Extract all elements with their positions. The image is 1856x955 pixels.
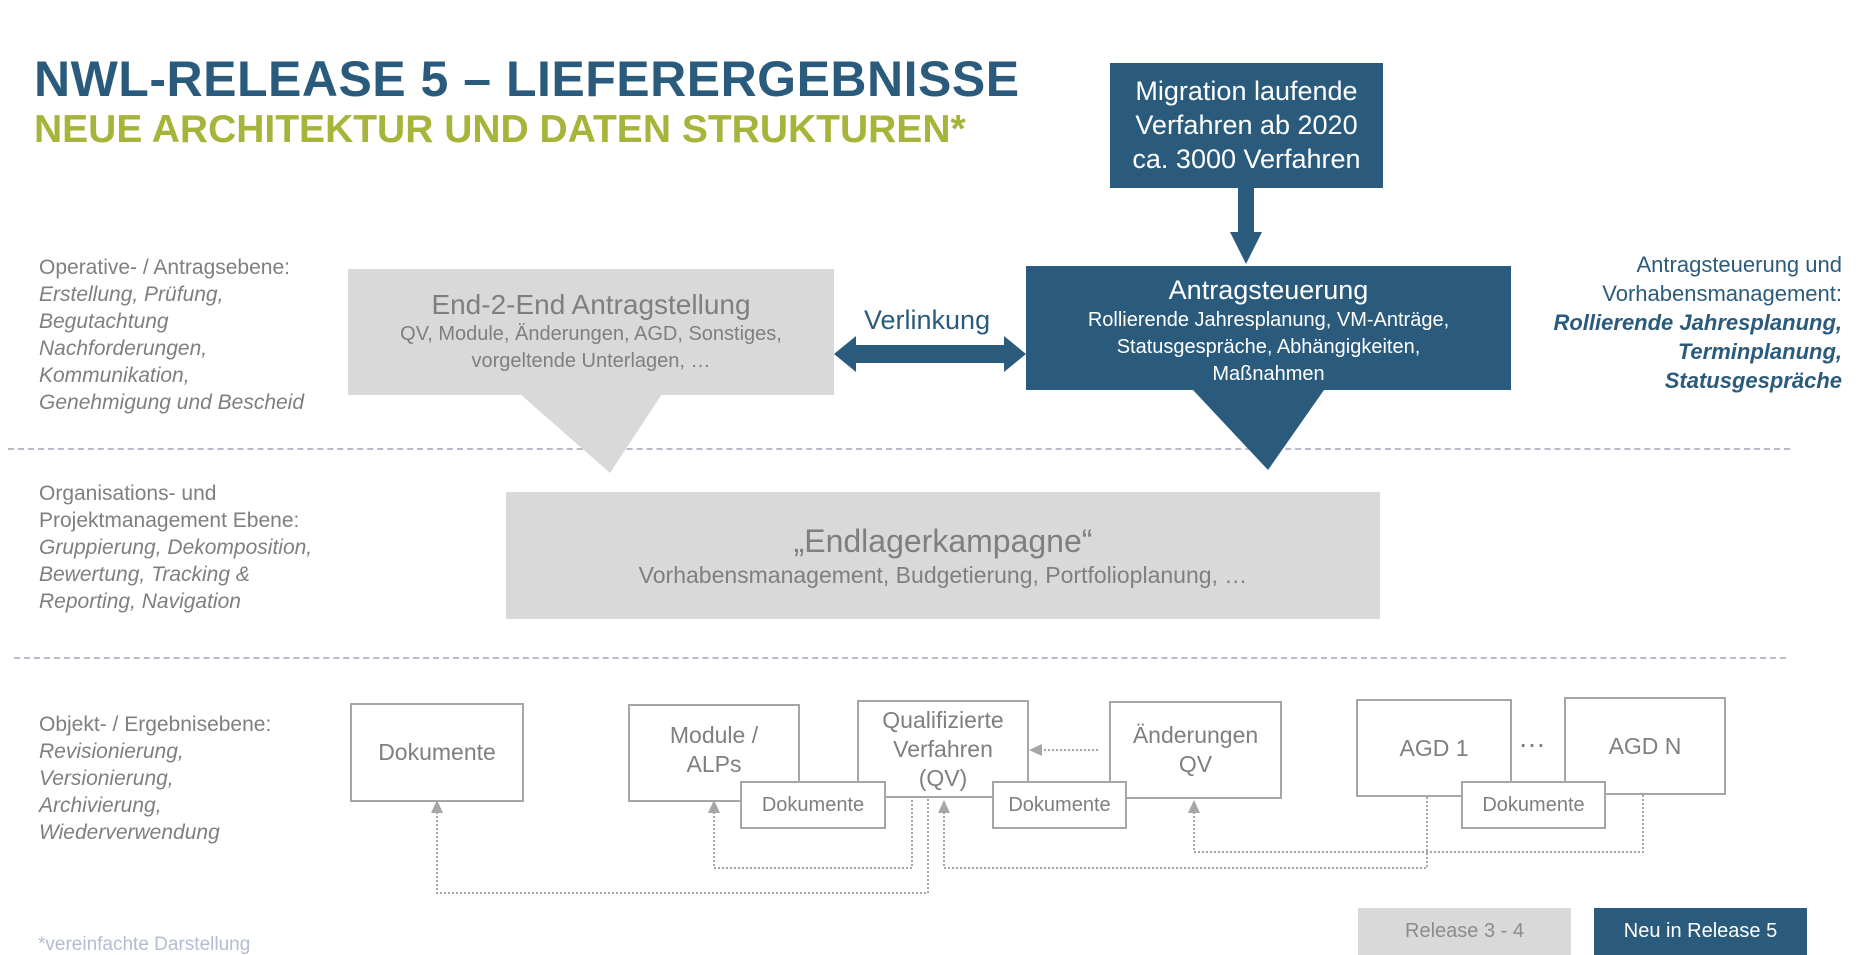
- migration-line: Verfahren ab 2020: [1135, 110, 1358, 140]
- verlinkung-double-arrow: [834, 336, 1026, 372]
- object-label: Dokumente: [761, 793, 865, 816]
- arrowhead-up-icon: [431, 800, 443, 813]
- object-agd-n: AGD N: [1564, 697, 1726, 795]
- level-item: Nachforderungen,: [39, 337, 208, 360]
- level-item: Kommunikation,: [39, 364, 190, 387]
- page-title: NWL-RELEASE 5 – LIEFERERGEBNISSE: [34, 51, 1020, 107]
- arrowhead-up-icon: [1188, 800, 1200, 813]
- object-label: Dokumente: [378, 739, 496, 765]
- e2e-antragstellung-box: End-2-End Antragstellung QV, Module, Änd…: [348, 269, 834, 395]
- level-heading: Operative- / Antragsebene:: [39, 256, 290, 279]
- e2e-line: QV, Module, Änderungen, AGD, Sonstiges,: [400, 323, 782, 345]
- migration-line: ca. 3000 Verfahren: [1132, 144, 1361, 174]
- level-divider-1: [8, 448, 1790, 450]
- dotted-connectors: [436, 749, 1644, 894]
- right-note: Antragsteuerung und Vorhabensmanagement:…: [1553, 250, 1842, 395]
- antragsteuerung-line: Statusgespräche, Abhängigkeiten,: [1116, 336, 1421, 358]
- migration-arrow-shaft: [1238, 188, 1254, 234]
- level-item: Archivierung,: [39, 794, 162, 817]
- right-note-bold-line: Statusgespräche: [1664, 368, 1842, 393]
- legend-release-3-4: Release 3 - 4: [1358, 908, 1571, 955]
- level-heading: Organisations- und: [39, 482, 217, 505]
- level-item: Bewertung, Tracking &: [39, 563, 250, 586]
- e2e-line: vorgeltende Unterlagen, …: [471, 350, 711, 372]
- antragsteuerung-pointer-triangle: [1193, 390, 1324, 470]
- level-objekt: Objekt- / Ergebnisebene: Revisionierung,…: [39, 711, 271, 846]
- antragsteuerung-line: Rollierende Jahresplanung, VM-Anträge,: [1087, 309, 1450, 331]
- antragsteuerung-title: Antragsteuerung: [1168, 275, 1369, 305]
- object-aenderungen-qv: Änderungen QV: [1109, 701, 1282, 799]
- right-note-bold-line: Rollierende Jahresplanung,: [1553, 310, 1842, 335]
- object-label: ALPs: [686, 751, 742, 777]
- right-note-line: Vorhabensmanagement:: [1602, 281, 1842, 306]
- arrowhead-left-icon: [1029, 744, 1042, 756]
- level-item: Genehmigung und Bescheid: [39, 391, 305, 414]
- arrowhead-up-icon: [938, 800, 950, 813]
- connector-agd1-to-qv: [943, 788, 1428, 869]
- e2e-title: End-2-End Antragstellung: [431, 289, 751, 320]
- level-heading: Objekt- / Ergebnisebene:: [39, 713, 272, 736]
- object-label: Verfahren: [893, 735, 993, 762]
- level-item: Revisionierung,: [39, 740, 184, 763]
- e2e-pointer-triangle: [520, 394, 662, 473]
- antragsteuerung-line: Maßnahmen: [1212, 363, 1325, 385]
- antragsteuerung-box: Antragsteuerung Rollierende Jahresplanun…: [1026, 266, 1511, 390]
- level-item: Reporting, Navigation: [39, 590, 241, 613]
- footnote: *vereinfachte Darstellung: [38, 934, 251, 955]
- level-item: Begutachtung: [39, 310, 169, 333]
- object-label: AGD 1: [1399, 734, 1469, 761]
- sub-dokumente-module: Dokumente: [740, 781, 886, 829]
- object-label: QV: [1178, 751, 1213, 777]
- page-subtitle: NEUE ARCHITEKTUR UND DATEN STRUKTUREN*: [34, 108, 966, 151]
- level-item: Wiederverwendung: [39, 821, 220, 844]
- migration-box: Migration laufende Verfahren ab 2020 ca.…: [1110, 63, 1383, 188]
- right-note-bold-line: Terminplanung,: [1677, 339, 1842, 364]
- legend-neu-release-5: Neu in Release 5: [1594, 908, 1807, 955]
- connector-qv-to-module: [713, 790, 913, 869]
- level-item: Versionierung,: [39, 767, 174, 790]
- object-label: Qualifizierte: [882, 706, 1004, 733]
- migration-line: Migration laufende: [1135, 76, 1358, 106]
- endlagerkampagne-box: „Endlagerkampagne“ Vorhabensmanagement, …: [506, 492, 1380, 619]
- right-note-line: Antragsteuerung und: [1636, 252, 1843, 277]
- object-label: Dokumente: [1008, 793, 1111, 816]
- object-label: Module /: [669, 722, 759, 748]
- level-heading: Projektmanagement Ebene:: [39, 509, 300, 532]
- object-label: Dokumente: [1482, 793, 1585, 816]
- level-divider-2: [14, 657, 1786, 659]
- object-dokumente: Dokumente: [350, 703, 524, 802]
- campaign-subtitle: Vorhabensmanagement, Budgetierung, Portf…: [638, 562, 1248, 588]
- sub-dokumente-agd: Dokumente: [1461, 781, 1606, 829]
- sub-dokumente-aenderungen: Dokumente: [992, 781, 1127, 829]
- connector-agdn-to-aenderungen: [1193, 786, 1644, 853]
- level-operative: Operative- / Antragsebene: Erstellung, P…: [39, 254, 304, 416]
- object-agd-1: AGD 1: [1356, 699, 1512, 797]
- migration-arrow-head: [1230, 232, 1262, 264]
- ellipsis-icon: …: [1518, 722, 1546, 753]
- level-item: Gruppierung, Dekomposition,: [39, 536, 313, 559]
- verlinkung-label: Verlinkung: [864, 305, 991, 335]
- level-organisation: Organisations- und Projektmanagement Ebe…: [39, 480, 312, 615]
- arrowhead-up-icon: [708, 800, 720, 813]
- object-label: AGD N: [1608, 732, 1682, 759]
- level-item: Erstellung, Prüfung,: [39, 283, 224, 306]
- object-label: Änderungen: [1132, 722, 1259, 748]
- object-label: (QV): [918, 764, 968, 791]
- campaign-title: „Endlagerkampagne“: [793, 523, 1093, 559]
